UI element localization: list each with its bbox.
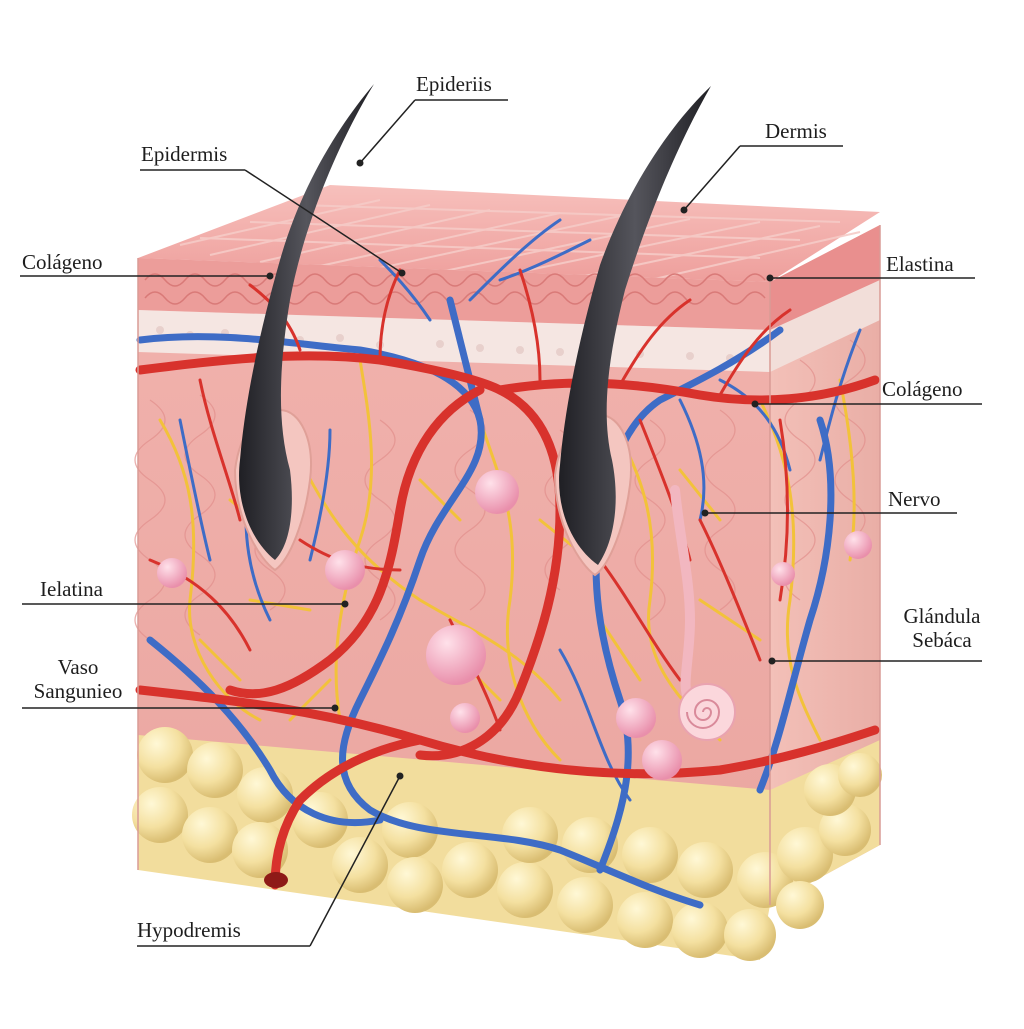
label-epideriis: Epideriis — [416, 72, 492, 96]
label-elastina: Elastina — [886, 252, 954, 276]
label-hypodremis: Hypodremis — [137, 918, 241, 942]
label-anchor-dots — [266, 159, 776, 780]
label-vaso-line2: Sangunieo — [33, 679, 123, 703]
label-leader-lines — [20, 99, 982, 947]
epidermis-cells — [179, 199, 861, 281]
epidermis-wavy-lines — [144, 273, 766, 305]
label-glandula-line2: Sebáca — [912, 628, 972, 652]
artery-cut-end — [264, 872, 288, 888]
epidermis-top-face — [138, 185, 880, 282]
hair-follicle-left — [233, 84, 374, 572]
label-vaso-sanguineo: Vaso Sangunieo — [22, 655, 134, 703]
label-nervo: Nervo — [888, 487, 941, 511]
label-vaso-line1: Vaso — [57, 655, 99, 679]
arteries — [135, 351, 880, 890]
label-colageno-right: Colágeno — [882, 377, 963, 401]
label-colageno-left: Colágeno — [22, 250, 103, 274]
fat-cells — [132, 727, 882, 961]
label-epidermis: Epidermis — [141, 142, 228, 166]
label-glandula-line1: Glándula — [903, 604, 981, 628]
gland-spheres — [157, 470, 872, 780]
sweat-gland — [670, 485, 736, 741]
label-glandula-sebacea: Glándula Sebáca — [896, 604, 988, 652]
label-dermis: Dermis — [765, 119, 827, 143]
hair-follicle-right — [553, 86, 711, 577]
label-ielatina: Ielatina — [40, 577, 103, 601]
